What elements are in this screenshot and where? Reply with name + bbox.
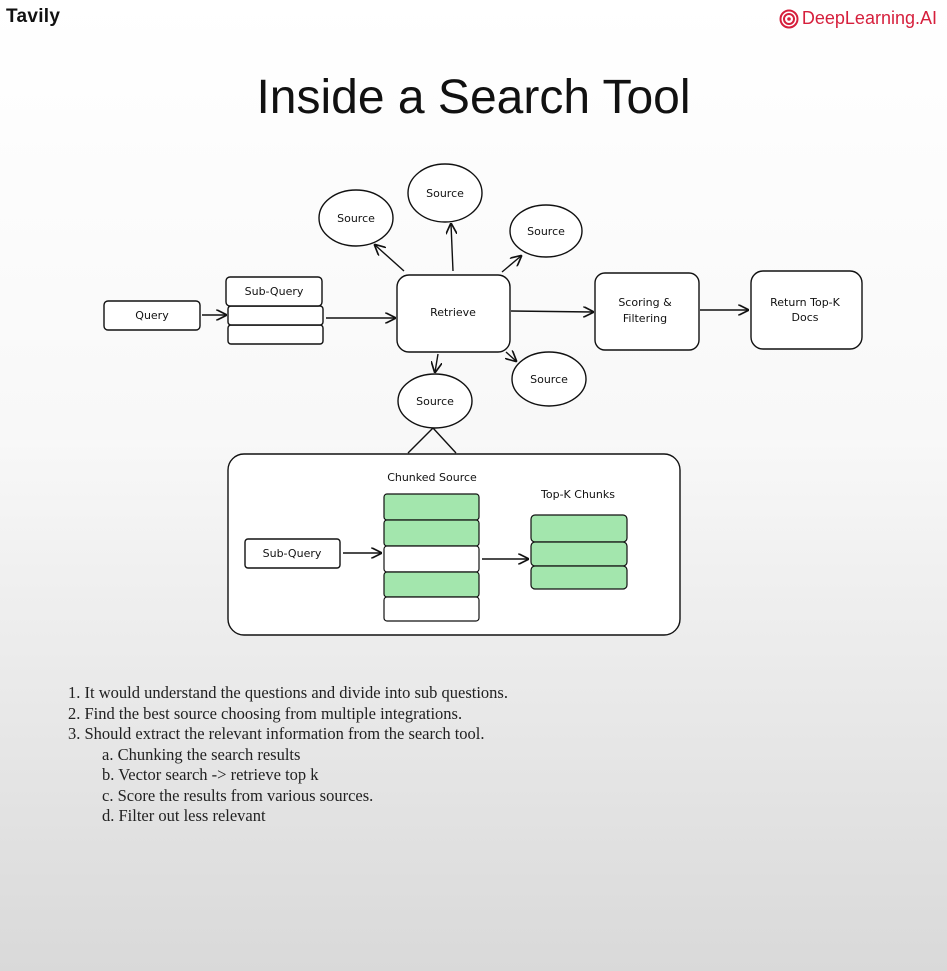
- top-k-chunk: [530, 565, 628, 590]
- return-label-line2: Docs: [792, 311, 819, 324]
- top-k-chunks-label: Top-K Chunks: [540, 488, 615, 501]
- query-node: Query: [103, 300, 201, 331]
- panel-sub-query-label: Sub-Query: [263, 547, 322, 560]
- query-label: Query: [135, 309, 169, 322]
- arrow-retrieve-to-source: [451, 224, 453, 272]
- sub-query-stack: Sub-Query: [225, 276, 324, 345]
- arrow-retrieve-to-source: [506, 352, 516, 361]
- note-subitem: b. Vector search -> retrieve top k: [102, 765, 319, 784]
- chunk: [383, 493, 480, 521]
- panel-sub-query-node: Sub-Query: [244, 538, 341, 569]
- chunk: [383, 596, 480, 622]
- top-k-stack: [530, 514, 628, 590]
- return-label-line1: Return Top-K: [770, 296, 841, 309]
- note-item: 1. It would understand the questions and…: [68, 683, 508, 702]
- top-k-chunk: [530, 541, 628, 567]
- source-label: Source: [416, 395, 454, 408]
- note-subitem: a. Chunking the search results: [102, 744, 301, 764]
- retrieve-label: Retrieve: [430, 306, 476, 319]
- source-node-upper-right: Source: [509, 204, 583, 258]
- arrow-retrieve-to-source: [435, 353, 438, 372]
- chunked-source-label: Chunked Source: [387, 471, 477, 484]
- deeplearning-ai-icon: [779, 9, 799, 28]
- arrow-retrieve-to-source: [501, 256, 521, 273]
- note-item: 3. Should extract the relevant informati…: [68, 724, 485, 743]
- return-top-k-node: Return Top-K Docs: [750, 270, 863, 350]
- slide-title: Inside a Search Tool: [256, 71, 691, 124]
- source-node-top: Source: [407, 163, 483, 223]
- chunked-source-stack: [383, 493, 480, 622]
- chunk: [383, 545, 480, 573]
- deeplearning-ai-logo: DeepLearning.AI: [779, 8, 937, 29]
- chunk: [383, 571, 480, 598]
- notes-list: 1. It would understand the questions and…: [68, 683, 508, 827]
- top-k-chunk: [530, 514, 628, 543]
- chunk-processing-panel: Sub-Query Chunked Source Top-K Chunks: [227, 453, 681, 636]
- note-subitem: d. Filter out less relevant: [102, 806, 266, 825]
- panel-connector-left: [407, 427, 434, 454]
- chunk: [383, 519, 480, 547]
- scoring-filtering-node: Scoring & Filtering: [594, 272, 700, 351]
- deeplearning-ai-text: DeepLearning.AI: [801, 8, 937, 28]
- sub-query-label: Sub-Query: [245, 285, 304, 298]
- tavily-logo: Tavily: [6, 6, 61, 27]
- note-subitem: c. Score the results from various source…: [102, 785, 374, 805]
- source-node-bottom: Source: [397, 373, 473, 429]
- source-label: Source: [527, 225, 565, 238]
- note-item: 2. Find the best source choosing from mu…: [68, 703, 463, 723]
- panel-connector-right: [432, 427, 457, 454]
- source-label: Source: [337, 212, 375, 225]
- source-node-upper-left: Source: [318, 189, 394, 247]
- scoring-label-line1: Scoring &: [618, 296, 672, 309]
- source-label: Source: [426, 187, 464, 200]
- arrow-retrieve-to-source: [375, 245, 405, 272]
- retrieve-node: Retrieve: [396, 274, 511, 353]
- scoring-label-line2: Filtering: [623, 312, 667, 325]
- source-label: Source: [530, 373, 568, 386]
- arrow-retrieve-to-scoring: [510, 311, 593, 312]
- source-node-lower-right: Source: [511, 351, 587, 407]
